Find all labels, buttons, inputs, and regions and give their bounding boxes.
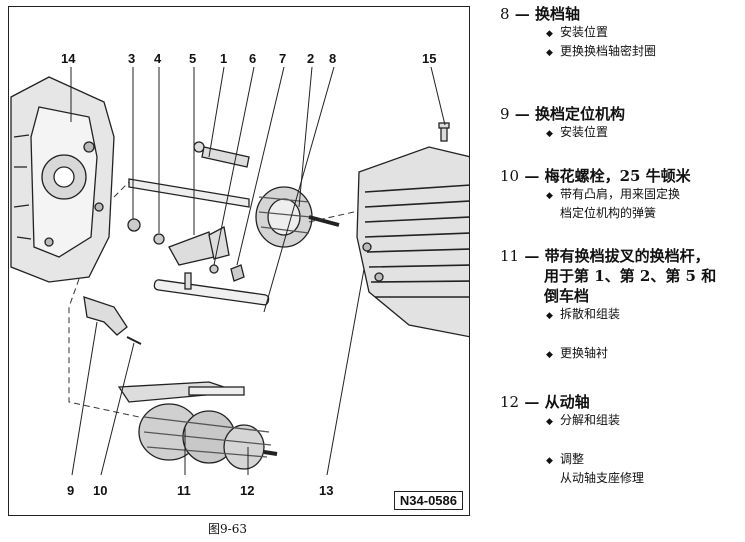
diamond-bullet-icon: ◆ xyxy=(546,311,553,321)
legend-subitem-continuation: 档定位机构的弹簧 xyxy=(560,206,657,220)
diamond-bullet-icon: ◆ xyxy=(546,456,553,466)
legend-item-8: 8 — 换档轴 ◆安装位置 ◆更换换档轴密封圈 xyxy=(500,4,745,62)
legend-subitem: ◆更换换档轴密封圈 xyxy=(500,43,745,62)
callout-3: 3 xyxy=(128,51,136,66)
legend-subitem: ◆安装位置 xyxy=(500,24,745,43)
legend-item-heading: 8 — 换档轴 xyxy=(500,5,581,23)
callout-1: 1 xyxy=(220,51,228,66)
transmission-housing-left xyxy=(10,76,115,283)
shift-forks xyxy=(168,141,250,266)
legend-subitem: ◆带有凸肩，用来固定换 xyxy=(500,186,745,205)
leader-lines xyxy=(70,66,446,476)
callout-6: 6 xyxy=(249,51,257,66)
legend-item-heading: 11 — 带有换档拔叉的换档杆， xyxy=(500,247,710,265)
transmission-housing-right xyxy=(356,146,469,338)
legend-subitem: ◆安装位置 xyxy=(500,124,745,143)
legend-subitem-continuation: 从动轴支座修理 xyxy=(560,471,645,485)
output-shaft-assembly xyxy=(117,381,278,470)
callout-13: 13 xyxy=(319,483,334,498)
legend-subitem: ◆分解和组装 xyxy=(500,412,745,431)
legend-item-10: 10 — 梅花螺栓，25 牛顿米 ◆带有凸肩，用来固定换 档定位机构的弹簧 xyxy=(500,166,745,222)
callout-12: 12 xyxy=(240,483,255,498)
diamond-bullet-icon: ◆ xyxy=(546,191,553,201)
alignment-lines xyxy=(68,181,355,418)
callout-10: 10 xyxy=(93,483,108,498)
figure-code-label: N34-0586 xyxy=(393,491,463,510)
diamond-bullet-icon: ◆ xyxy=(546,48,553,58)
legend-subitem: ◆拆散和组装 xyxy=(500,306,745,325)
legend-item-heading: 12 — 从动轴 xyxy=(500,393,590,411)
legend-heading-continuation: 倒车档 xyxy=(544,287,590,305)
transmission-illustration xyxy=(10,66,469,476)
shift-shaft xyxy=(153,272,270,306)
legend-item-12: 12 — 从动轴 ◆分解和组装 ◆调整 从动轴支座修理 xyxy=(500,392,745,487)
drive-gear xyxy=(255,186,340,248)
callout-7: 7 xyxy=(279,51,287,66)
diamond-bullet-icon: ◆ xyxy=(546,417,553,427)
callout-8: 8 xyxy=(329,51,337,66)
legend-item-heading: 10 — 梅花螺栓，25 牛顿米 xyxy=(500,167,691,185)
legend-subitem: ◆更换轴衬 xyxy=(500,345,745,364)
parts-legend: 8 — 换档轴 ◆安装位置 ◆更换换档轴密封圈 9 — 换档定位机构 ◆安装位置… xyxy=(500,0,745,520)
washers-and-bolts xyxy=(127,218,245,282)
legend-heading-continuation: 用于第 1、第 2、第 5 和 xyxy=(544,267,717,285)
shift-detent-mechanism xyxy=(83,296,142,345)
callout-11: 11 xyxy=(177,483,191,498)
diamond-bullet-icon: ◆ xyxy=(546,350,553,360)
exploded-view-figure: 14 3 4 5 1 6 7 2 8 15 9 10 11 12 13 N34-… xyxy=(8,6,470,516)
callout-2: 2 xyxy=(307,51,315,66)
callout-15: 15 xyxy=(422,51,437,66)
legend-item-9: 9 — 换档定位机构 ◆安装位置 xyxy=(500,104,745,143)
diamond-bullet-icon: ◆ xyxy=(546,29,553,39)
figure-caption: 图9-63 xyxy=(208,522,247,536)
callout-5: 5 xyxy=(189,51,197,66)
legend-item-11: 11 — 带有换档拔叉的换档杆， 用于第 1、第 2、第 5 和 倒车档 ◆拆散… xyxy=(500,246,745,364)
callout-9: 9 xyxy=(67,483,75,498)
legend-item-heading: 9 — 换档定位机构 xyxy=(500,105,626,123)
legend-subitem: ◆调整 xyxy=(500,451,745,470)
callout-14: 14 xyxy=(61,51,76,66)
bolt-15 xyxy=(438,122,450,142)
diamond-bullet-icon: ◆ xyxy=(546,129,553,139)
callout-4: 4 xyxy=(154,51,162,66)
